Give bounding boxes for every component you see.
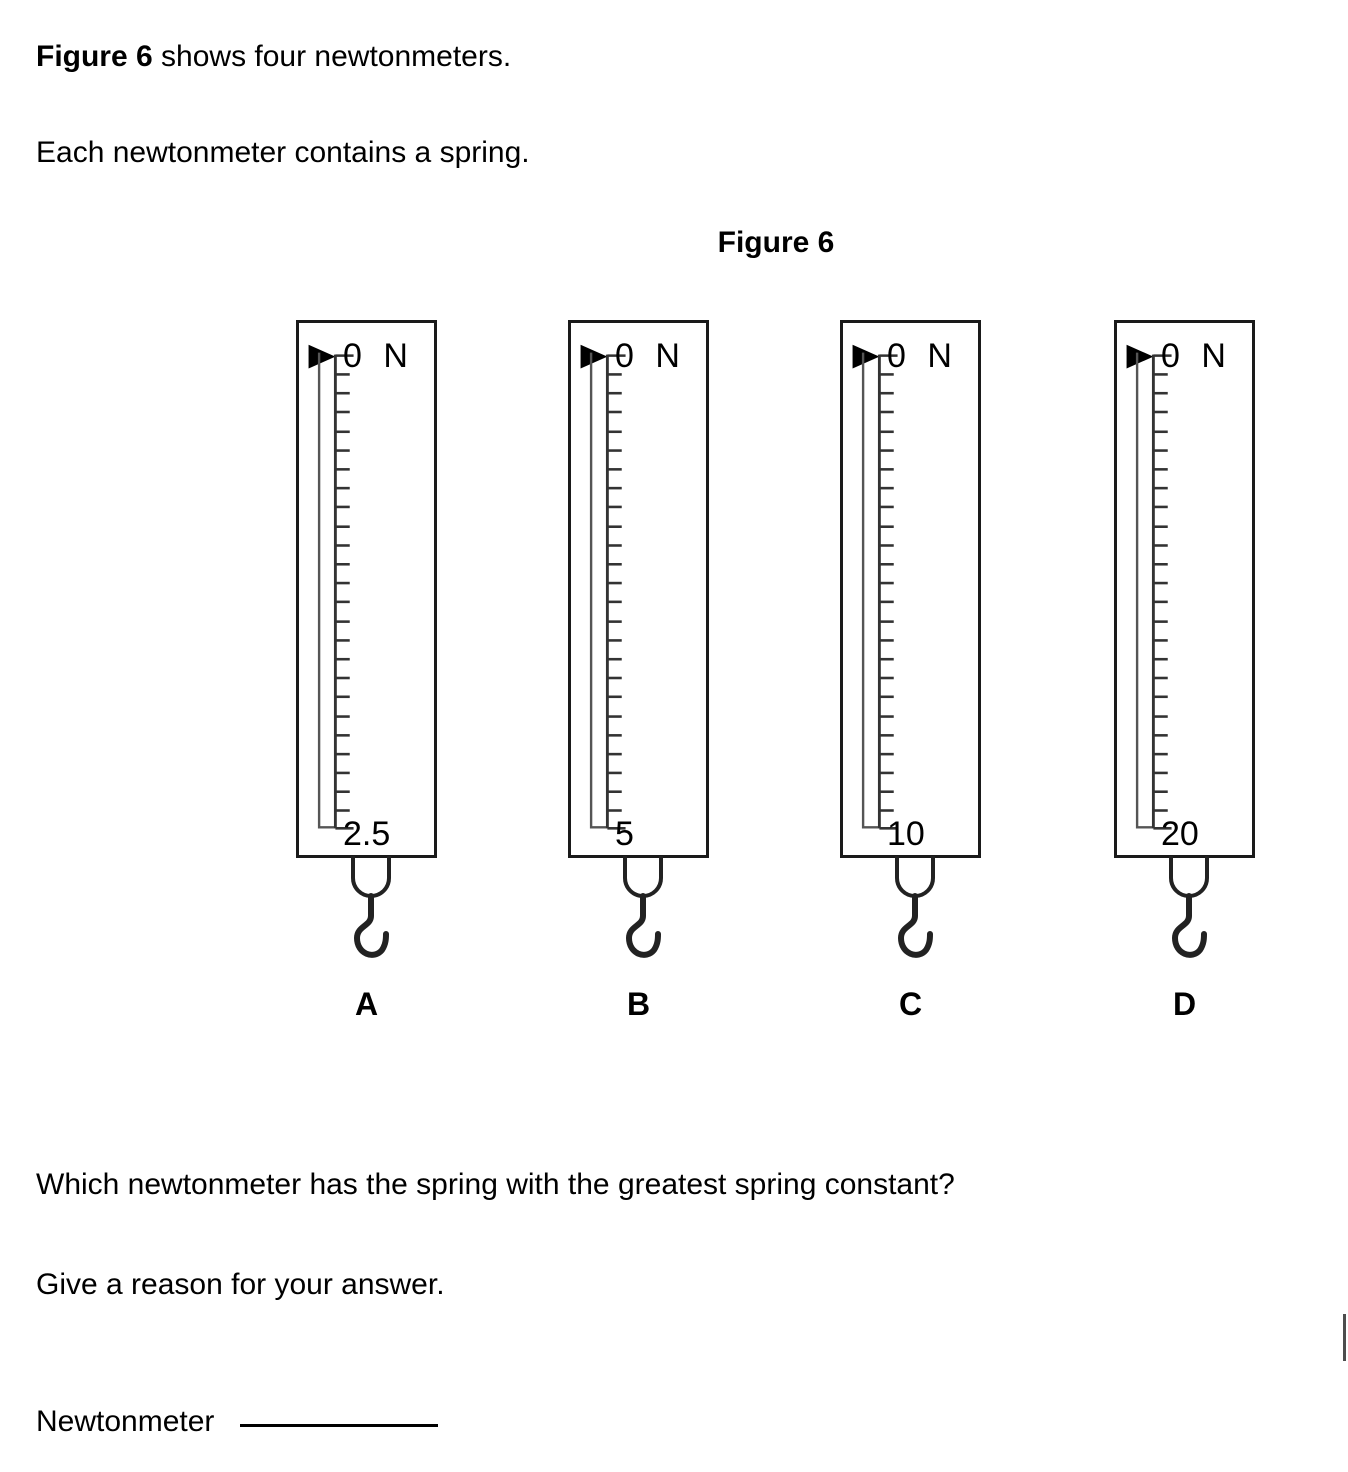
reason-prompt-text: Give a reason for your answer. [36,1268,445,1301]
answer-blank-field[interactable] [240,1424,439,1427]
hook-icon [1169,856,1209,958]
newtonmeter-a-scale [308,344,354,830]
intro-paragraph-1-rest: shows four newtonmeters. [152,40,512,73]
newtonmeter-b-hook [608,856,678,986]
newtonmeter-d-top-label: 0 N [1161,337,1232,375]
newtonmeter-c-top-label: 0 N [887,337,958,375]
newtonmeter-b-max-label: 5 [615,815,634,853]
answer-row: Newtonmeter [36,1398,439,1446]
answer-label: Newtonmeter [36,1405,215,1438]
newtonmeter-a-max-label: 2.5 [343,815,391,853]
figure-reference-bold: Figure 6 [36,40,153,73]
hook-icon [351,856,391,958]
newtonmeter-b-top-label: 0 N [615,337,686,375]
hook-icon [895,856,935,958]
newtonmeter-c-hook [880,856,950,986]
intro-paragraph-1: Figure 6 shows four newtonmeters. [36,40,511,74]
newtonmeter-c-max-label: 10 [887,815,925,853]
page-edge-mark [1343,1314,1346,1361]
question-text: Which newtonmeter has the spring with th… [36,1168,955,1201]
newtonmeter-d-scale [1126,344,1172,830]
newtonmeter-c-letter: C [898,986,923,1022]
newtonmeter-b-case: 0 N 5 [568,320,709,858]
intro-paragraph-2: Each newtonmeter contains a spring. [36,136,530,169]
newtonmeter-c: 0 N 10 C [840,300,984,1060]
newtonmeter-d-letter: D [1172,986,1197,1022]
newtonmeter-b: 0 N 5 B [568,300,712,1060]
newtonmeter-d-max-label: 20 [1161,815,1199,853]
newtonmeter-d: 0 N 20 D [1114,300,1258,1060]
newtonmeter-b-letter: B [626,986,651,1022]
newtonmeter-a-top-label: 0 N [343,337,414,375]
newtonmeter-a: 0 N 2.5 A [296,300,440,1060]
figure-caption: Figure 6 [0,226,1348,260]
hook-icon [623,856,663,958]
newtonmeter-a-hook [336,856,406,986]
newtonmeter-a-case: 0 N 2.5 [296,320,437,858]
newtonmeter-c-scale [852,344,898,830]
newtonmeter-c-case: 0 N 10 [840,320,981,858]
figure-6-newtonmeters: 0 N 2.5 A [0,300,1348,1060]
newtonmeter-d-case: 0 N 20 [1114,320,1255,858]
newtonmeter-d-hook [1154,856,1224,986]
figure-caption-text: Figure 6 [717,226,835,259]
newtonmeter-b-scale [580,344,626,830]
newtonmeter-a-letter: A [354,986,379,1022]
